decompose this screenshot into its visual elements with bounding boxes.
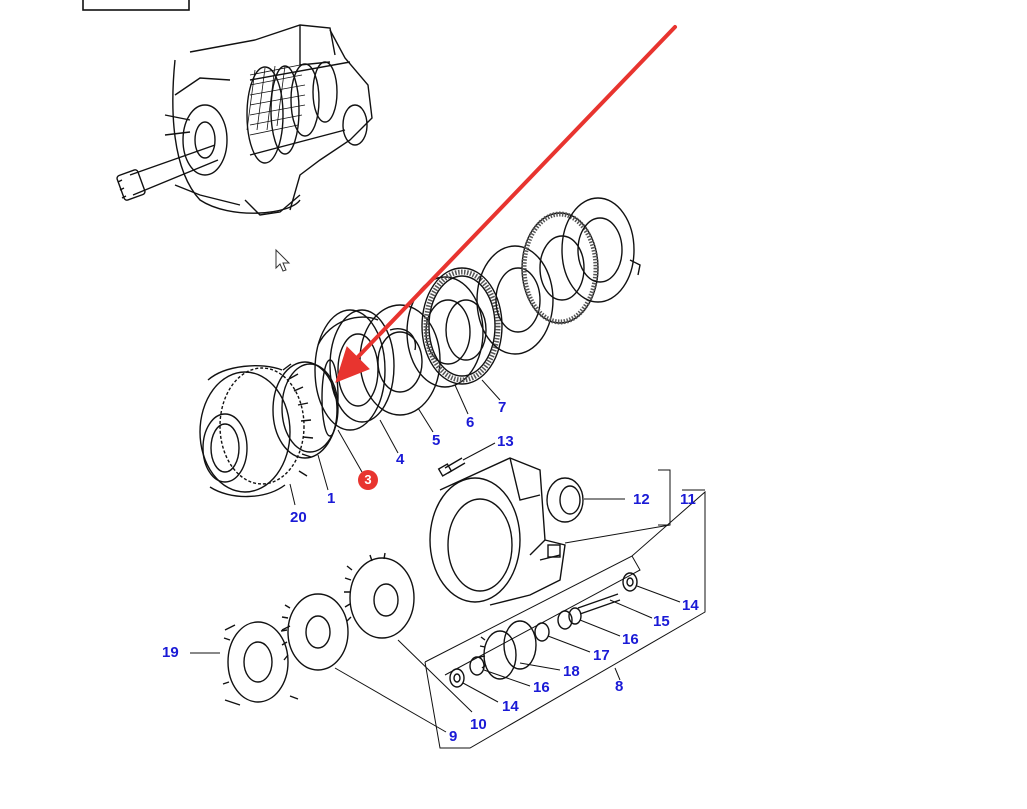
leader-9 [334, 667, 447, 733]
label-part-13: 13 [497, 433, 514, 450]
label-part-3-highlighted: 3 [358, 470, 378, 490]
label-part-19: 19 [162, 644, 179, 661]
steel-plates [476, 197, 641, 355]
part-11-carrier-housing [429, 457, 566, 606]
leader-7 [481, 379, 501, 401]
part-12-bushing [546, 477, 584, 523]
leader-20 [289, 483, 296, 506]
part-15-shaft [577, 593, 621, 615]
leader-16b [483, 669, 531, 687]
part-19-synchro-hub [222, 621, 299, 706]
leader-14b [462, 682, 499, 703]
leader-1 [317, 454, 329, 491]
bracket-11 [658, 469, 671, 526]
label-part-12: 12 [633, 491, 650, 508]
mouse-cursor-icon [275, 248, 291, 272]
label-part-14-upper: 14 [682, 597, 699, 614]
leader-17 [547, 635, 591, 653]
label-part-16-lower: 16 [533, 679, 550, 696]
label-part-7: 7 [498, 399, 507, 416]
leader-4 [379, 419, 399, 454]
leader-3 [337, 429, 363, 473]
part-13-bolt [437, 457, 466, 477]
label-part-16-upper: 16 [622, 631, 639, 648]
part-10-sun-gear [344, 552, 415, 639]
part-9-gear [280, 593, 349, 671]
part-20-gear-hub [199, 363, 314, 498]
red-pointer-arrow-icon [335, 25, 677, 383]
label-part-1: 1 [327, 490, 336, 507]
header-box [82, 0, 190, 11]
part-16-bearing-upper [557, 607, 582, 630]
leader-16a [579, 619, 621, 637]
part-4-piston [314, 309, 395, 431]
bracket-8 [424, 490, 706, 749]
assembly-overview-illustration [116, 24, 373, 216]
leader-13 [462, 442, 496, 461]
leader-11 [564, 524, 671, 544]
leader-18 [519, 662, 561, 671]
label-part-15: 15 [653, 613, 670, 630]
part-18-planet-gear [479, 620, 537, 680]
leader-6 [454, 384, 469, 415]
leader-5 [417, 407, 434, 433]
label-part-20: 20 [290, 509, 307, 526]
leader-14a [636, 585, 681, 603]
label-part-17: 17 [593, 647, 610, 664]
label-part-5: 5 [432, 432, 441, 449]
label-part-10: 10 [470, 716, 487, 733]
part-1-snap-ring [272, 361, 339, 459]
part-7-friction-disc [421, 267, 503, 385]
leader-10 [397, 639, 473, 713]
label-part-4: 4 [396, 451, 405, 468]
leader-8 [614, 667, 621, 681]
leader-15 [609, 599, 653, 619]
part-14-washer-upper [622, 572, 638, 592]
part-16-bearing-lower [469, 656, 485, 676]
label-part-9: 9 [449, 728, 458, 745]
label-part-11: 11 [680, 491, 696, 508]
label-part-8: 8 [615, 678, 624, 695]
label-part-14-lower: 14 [502, 698, 519, 715]
label-part-18: 18 [563, 663, 580, 680]
label-part-6: 6 [466, 414, 475, 431]
